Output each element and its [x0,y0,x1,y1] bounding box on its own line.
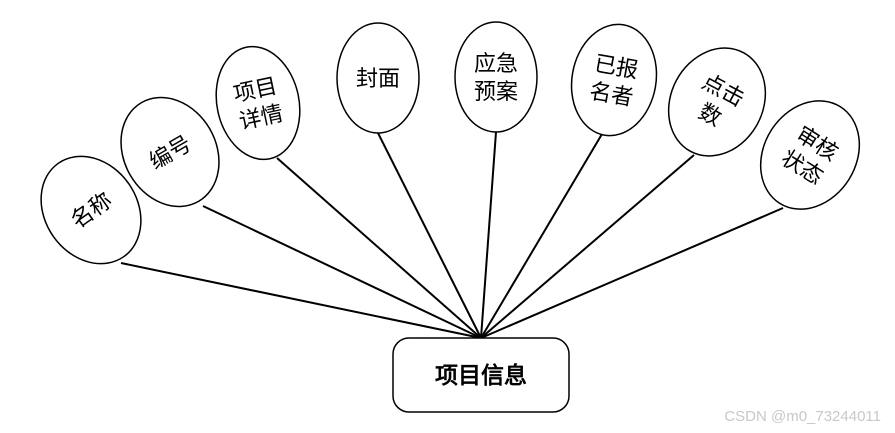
connector-name [120,262,482,339]
attribute-ellipse [759,100,861,210]
entity-label: 项目信息 [435,362,527,389]
attribute-cover: 封面 [336,22,420,134]
connector-number [202,205,482,339]
connector-emergency [480,131,497,339]
attribute-name: 名称 [40,155,142,265]
connector-clicks [480,154,695,339]
connector-audit [480,207,784,339]
connector-cover [377,132,482,339]
attribute-ellipse [215,45,301,161]
attribute-ellipse [667,47,767,157]
entity-node: 项目信息 [392,337,570,413]
attribute-label: 封面 [356,67,400,92]
attribute-ellipse [570,23,658,137]
attribute-clicks: 点击数 [667,47,767,157]
attribute-group: 名称编号项目详情封面应急预案已报名者点击数审核状态 [40,21,861,265]
attribute-label: 应急 [474,52,518,77]
connector-detail [276,157,482,339]
attribute-label: 预案 [474,80,518,105]
attribute-ellipse [120,96,220,208]
connector-enrolled [480,133,603,339]
entity-box [392,337,570,413]
connector-lines [120,131,784,339]
attribute-ellipse [454,21,538,133]
attribute-number: 编号 [120,96,220,208]
watermark: CSDN @m0_73244011 [724,408,881,425]
attribute-ellipse [336,22,420,134]
